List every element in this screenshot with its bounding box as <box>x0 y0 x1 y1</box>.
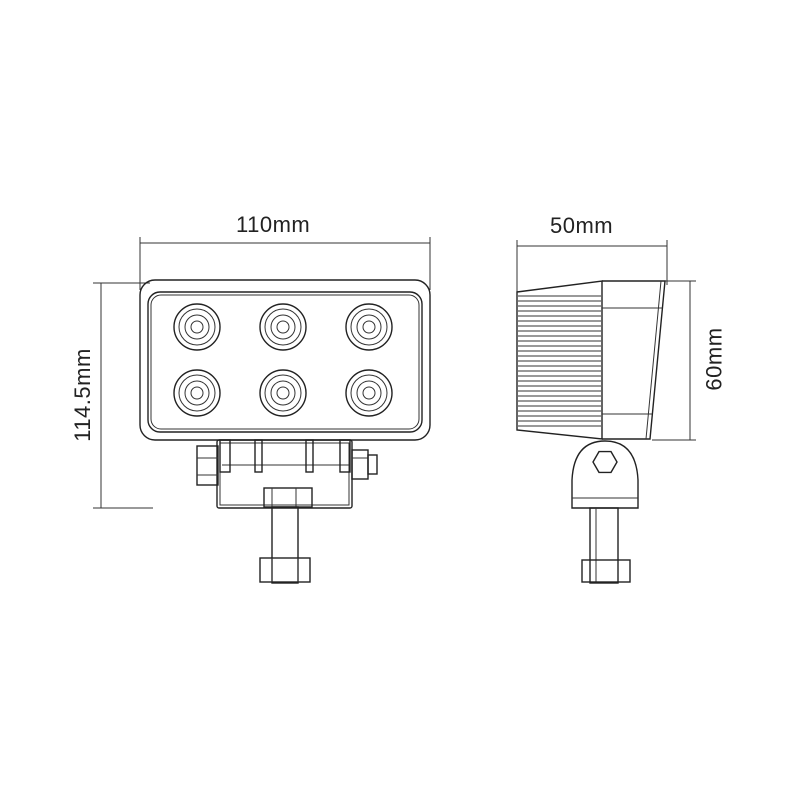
side-nut-left <box>196 445 219 486</box>
mounting-bracket <box>196 439 378 584</box>
bolt-nut <box>259 557 311 583</box>
led <box>173 303 221 351</box>
front-view <box>93 237 431 584</box>
led-array <box>173 303 393 417</box>
side-height-label: 60mm <box>701 327 727 391</box>
side-nut-right <box>351 449 369 480</box>
front-height-label: 114.5mm <box>69 348 95 442</box>
led <box>259 303 307 351</box>
front-height-dimension <box>93 282 153 509</box>
side-view <box>516 240 696 584</box>
led <box>345 369 393 417</box>
bolt-stem <box>271 506 299 584</box>
side-mount <box>571 440 639 584</box>
led <box>173 369 221 417</box>
led <box>259 369 307 417</box>
hex-bolt-head <box>592 450 618 474</box>
heatsink-body <box>516 280 603 440</box>
side-depth-dimension <box>516 240 668 292</box>
side-height-dimension <box>652 280 696 441</box>
front-bezel <box>602 280 666 440</box>
front-width-label: 110mm <box>236 212 311 237</box>
center-nut <box>263 487 313 508</box>
lens-frame <box>147 291 423 433</box>
front-width-dimension <box>139 237 431 290</box>
side-depth-label: 50mm <box>550 213 614 238</box>
led <box>345 303 393 351</box>
heatsink-fins <box>518 295 601 427</box>
